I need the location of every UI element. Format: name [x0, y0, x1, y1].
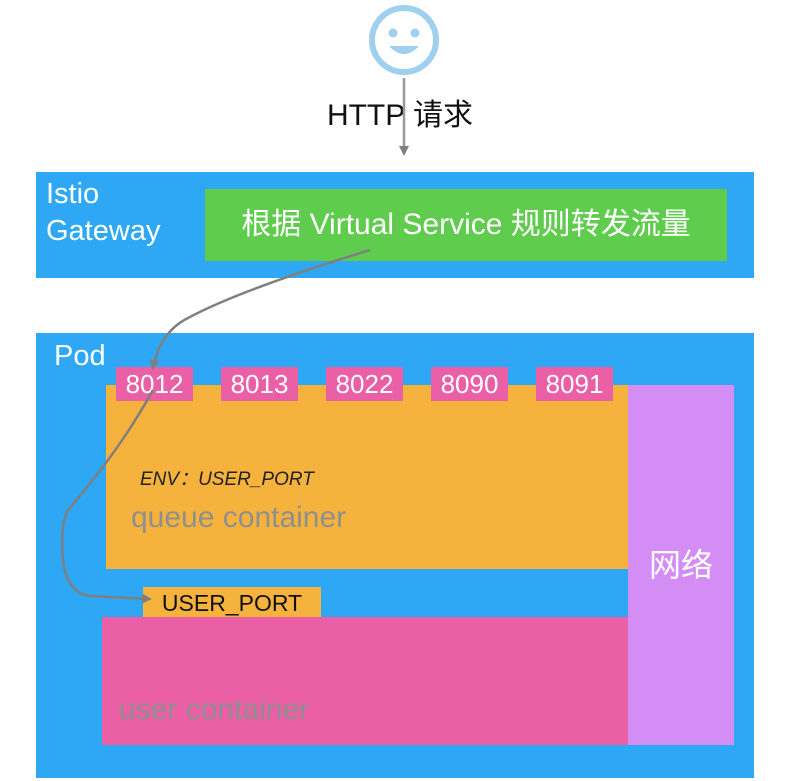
port-8091: 8091 — [536, 367, 613, 401]
pod-title: Pod — [54, 340, 106, 372]
network-box — [628, 385, 734, 745]
port-8012: 8012 — [116, 367, 193, 401]
user-port-box — [143, 587, 321, 620]
gateway-title-line1: Istio — [46, 178, 100, 210]
network-label: 网络 — [648, 547, 713, 583]
port-8013: 8013 — [221, 367, 298, 401]
port-8090: 8090 — [431, 367, 508, 401]
user-container-box — [102, 617, 628, 745]
routing-rule-text: 根据 Virtual Service 规则转发流量 — [241, 208, 691, 241]
user-port-label: USER_PORT — [161, 590, 303, 616]
user-container-label: user container — [119, 693, 310, 726]
smiley-face-icon — [369, 5, 439, 75]
gateway-title: Istio Gateway — [46, 176, 206, 250]
gateway-title-line2: Gateway — [46, 215, 161, 247]
env-variable-label: ENV：USER_PORT — [140, 469, 314, 490]
queue-container-label: queue container — [131, 501, 347, 534]
queue-container-box — [106, 385, 628, 569]
http-request-label: HTTP 请求 — [326, 99, 474, 132]
port-8022: 8022 — [326, 367, 403, 401]
